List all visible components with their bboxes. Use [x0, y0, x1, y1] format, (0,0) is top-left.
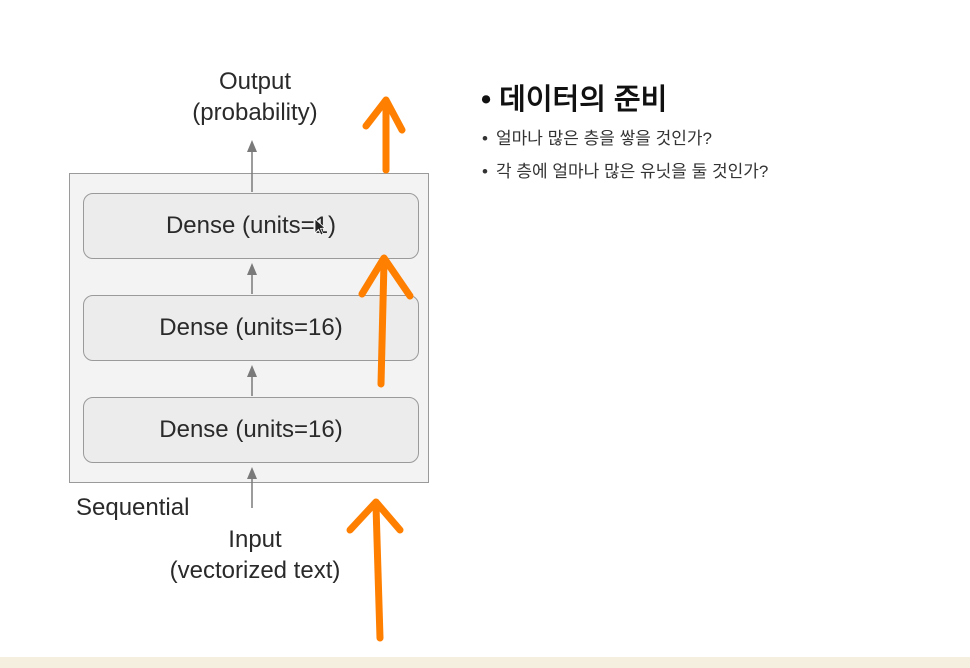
notes-item-bullet: • [482, 162, 488, 181]
dense-layer-output: Dense (units=1) [83, 193, 419, 259]
notes-item-bullet: • [482, 129, 488, 148]
notes-title-text: 데이터의 준비 [499, 84, 668, 116]
notes-item: • 각 층에 얼마나 많은 유닛을 둘 것인가? [482, 157, 768, 182]
dense-layer-hidden-1: Dense (units=16) [83, 397, 419, 463]
mouse-cursor-icon [314, 218, 326, 236]
connector-arrow-input [247, 467, 257, 508]
output-label: Output (probability) [140, 66, 370, 128]
annotation-arrow-top [362, 96, 406, 174]
output-label-line2: (probability) [192, 99, 318, 126]
notes-item: • 얼마나 많은 층을 쌓을 것인가? [482, 124, 712, 149]
dense-layer-label: Dense (units=16) [159, 416, 343, 443]
input-label-line2: (vectorized text) [169, 557, 341, 584]
output-label-line1: Output [218, 68, 292, 95]
notes-item-text: 각 층에 얼마나 많은 유닛을 둘 것인가? [495, 162, 769, 181]
notes-item-text: 얼마나 많은 층을 쌓을 것인가? [495, 129, 712, 148]
dense-layer-label: Dense (units=1) [165, 212, 337, 239]
input-label-line1: Input [228, 526, 282, 553]
input-label: Input (vectorized text) [140, 524, 370, 586]
annotation-arrow-bottom [346, 498, 404, 642]
bottom-strip [0, 657, 970, 668]
connector-arrow-layer2-to-layer1 [247, 263, 257, 294]
connector-arrow-layer3-to-layer2 [247, 365, 257, 396]
dense-layer-label: Dense (units=16) [159, 314, 343, 341]
notes-title-bullet: • [481, 84, 492, 116]
dense-layer-hidden-2: Dense (units=16) [83, 295, 419, 361]
annotation-arrow-middle [358, 254, 414, 388]
connector-arrow-output [247, 140, 257, 192]
sequential-label: Sequential [76, 494, 190, 521]
notes-title: •데이터의 준비 [481, 76, 667, 118]
